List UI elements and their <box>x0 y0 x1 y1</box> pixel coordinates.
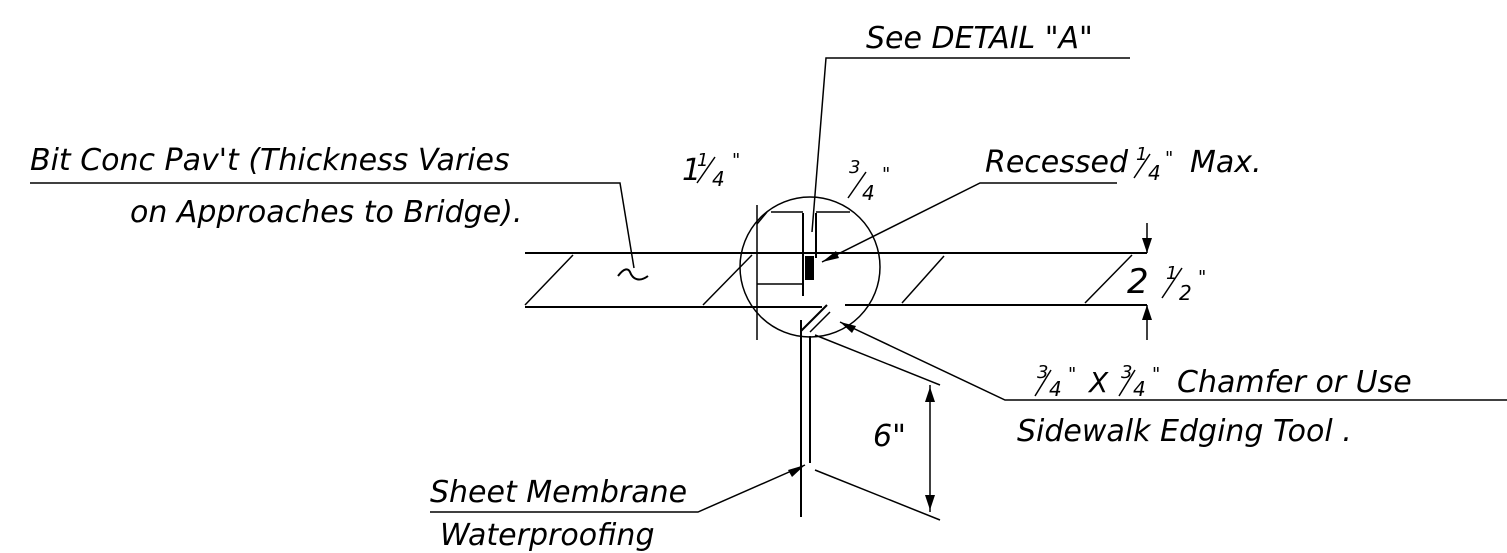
membrane-label-line1: Sheet Membrane <box>430 475 687 510</box>
svg-text:2: 2 <box>1127 262 1149 302</box>
pavement-label-line1: Bit Conc Pav't (Thickness Varies <box>30 143 510 178</box>
recessed-label: Recessed 1 4 " Max. <box>985 144 1262 185</box>
dim-one-and-quarter: 1 1 4 " <box>682 150 740 191</box>
dim-three-quarter: 3 4 " <box>847 157 890 205</box>
svg-text:X: X <box>1087 366 1109 399</box>
pavement-label-line2: on Approaches to Bridge). <box>130 195 522 230</box>
svg-text:2: 2 <box>1179 281 1192 305</box>
svg-text:1: 1 <box>697 150 708 171</box>
svg-text:Recessed: Recessed <box>985 145 1129 180</box>
svg-text:Chamfer or Use: Chamfer or Use <box>1177 365 1412 400</box>
svg-text:1: 1 <box>1166 263 1177 284</box>
svg-text:4: 4 <box>1049 377 1062 401</box>
svg-text:4: 4 <box>1133 377 1146 401</box>
chamfer-line <box>800 304 828 332</box>
centerline-symbol <box>617 268 649 281</box>
svg-text:3: 3 <box>1037 362 1048 383</box>
svg-text:": " <box>1198 267 1206 288</box>
joint-sealant <box>805 256 814 280</box>
svg-text:4: 4 <box>1148 161 1161 185</box>
svg-text:Max.: Max. <box>1190 145 1262 180</box>
svg-text:4: 4 <box>712 167 725 191</box>
svg-text:": " <box>1152 364 1160 385</box>
chamfer-line-2 <box>809 311 831 333</box>
membrane-label-line2: Waterproofing <box>440 518 654 553</box>
svg-text:": " <box>1165 148 1173 169</box>
svg-text:": " <box>882 164 890 185</box>
see-detail-label: See DETAIL "A" <box>866 21 1093 56</box>
thickness-label: 2 1 2 " <box>1127 262 1206 305</box>
svg-text:1: 1 <box>682 153 701 188</box>
pavement-hatching <box>524 254 1133 306</box>
chamfer-label-line2: Sidewalk Edging Tool . <box>1017 414 1352 449</box>
svg-text:1: 1 <box>1136 144 1147 165</box>
svg-text:3: 3 <box>1121 362 1132 383</box>
six-inch-label: 6" <box>873 419 906 454</box>
svg-text:4: 4 <box>862 181 875 205</box>
svg-text:": " <box>1068 364 1076 385</box>
svg-text:": " <box>732 150 740 171</box>
chamfer-label-line1: 3 4 " X 3 4 " Chamfer or Use <box>1034 362 1412 401</box>
svg-text:3: 3 <box>849 157 860 178</box>
